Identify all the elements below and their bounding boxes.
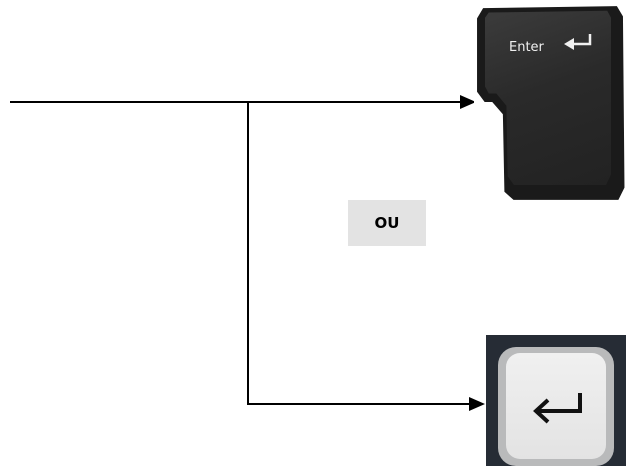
return-arrow-icon xyxy=(533,393,582,424)
enter-key-image: Enter xyxy=(474,0,626,204)
return-key-cap xyxy=(498,347,614,466)
enter-key-label: Enter xyxy=(509,40,544,55)
arrowhead-to-return-key xyxy=(469,397,485,411)
arrowhead-to-enter-key xyxy=(460,95,476,109)
return-key-face xyxy=(506,353,606,459)
or-label: OU xyxy=(348,200,426,246)
return-arrow-icon xyxy=(564,34,592,50)
return-key-image xyxy=(486,335,626,466)
or-label-text: OU xyxy=(374,214,400,232)
